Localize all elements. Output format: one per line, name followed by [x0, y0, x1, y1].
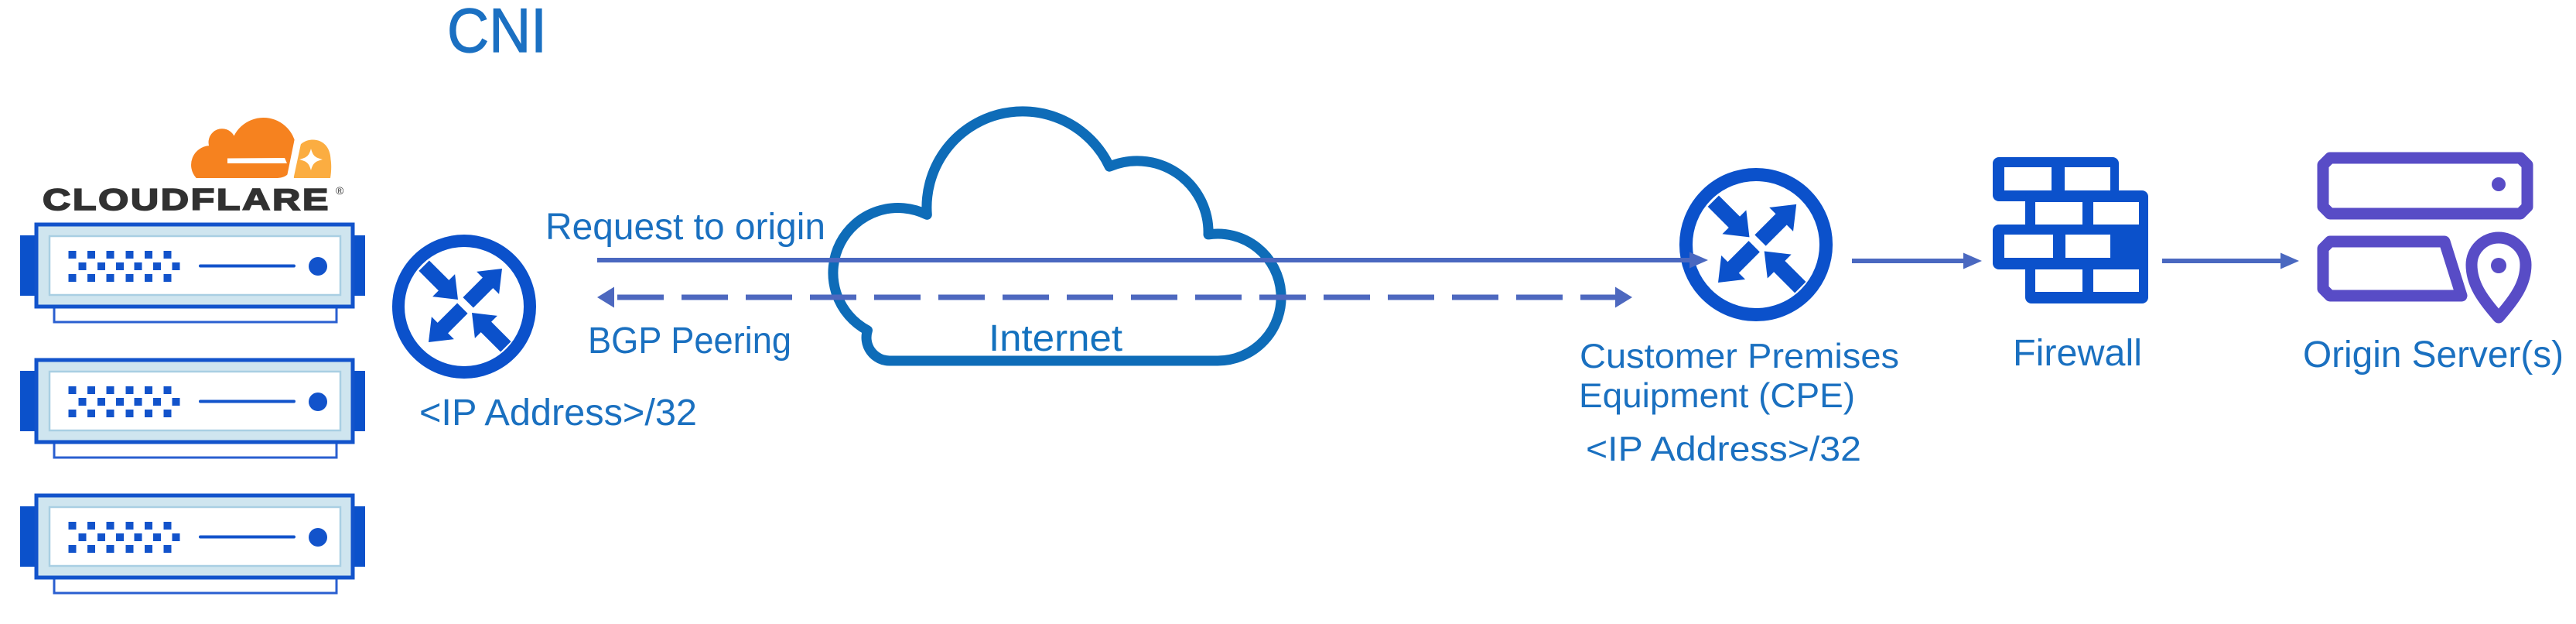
svg-text:Firewall: Firewall	[2013, 333, 2142, 374]
svg-text:®: ®	[336, 184, 344, 197]
svg-text:<IP Address>/32: <IP Address>/32	[1586, 430, 1861, 468]
svg-text:Request to origin: Request to origin	[545, 207, 825, 248]
svg-text:CLOUDFLARE: CLOUDFLARE	[43, 183, 330, 217]
svg-text:Equipment (CPE): Equipment (CPE)	[1579, 377, 1855, 415]
svg-text:Customer Premises: Customer Premises	[1580, 338, 1899, 375]
svg-text:<IP Address>/32: <IP Address>/32	[419, 393, 697, 434]
svg-text:CNI: CNI	[447, 0, 547, 66]
svg-text:BGP Peering: BGP Peering	[588, 321, 791, 362]
svg-text:Origin Server(s): Origin Server(s)	[2303, 334, 2564, 375]
svg-text:Internet: Internet	[989, 318, 1122, 359]
